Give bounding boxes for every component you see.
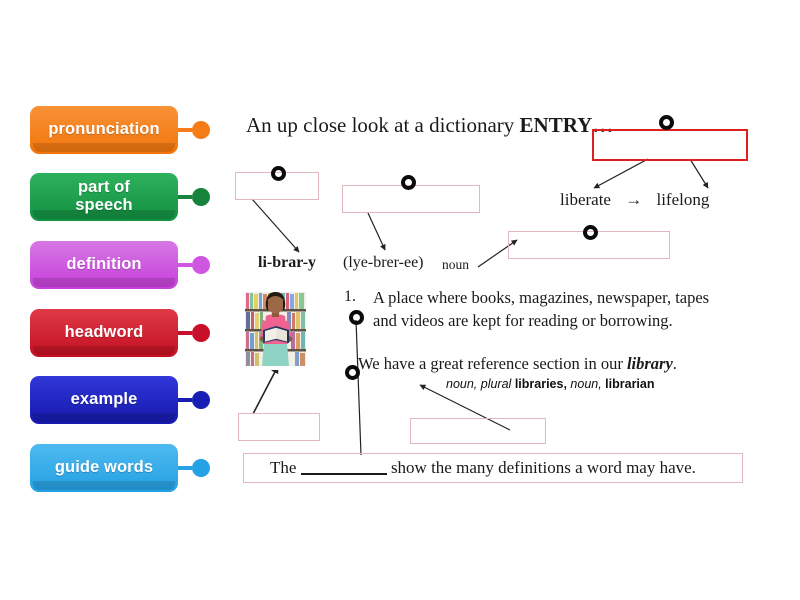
dropzone-example[interactable] bbox=[410, 418, 546, 444]
draggable-label-pronunciation[interactable]: pronunciation bbox=[30, 106, 210, 154]
connector-stem-example bbox=[178, 398, 192, 402]
page-title-prefix: An up close look at a dictionary bbox=[246, 113, 520, 137]
draggable-label-definition[interactable]: definition bbox=[30, 241, 210, 289]
dropzone-photo[interactable] bbox=[238, 413, 320, 441]
pill-headword[interactable]: headword bbox=[30, 309, 178, 357]
connector-stem-guide-words bbox=[178, 466, 192, 470]
drop-target-ring-definition[interactable] bbox=[349, 310, 364, 325]
pill-pronunciation[interactable]: pronunciation bbox=[30, 106, 178, 154]
example-sentence-prefix: We have a great reference section in our bbox=[358, 354, 627, 373]
pill-label-headword: headword bbox=[64, 323, 144, 342]
pill-label-pronunciation: pronunciation bbox=[48, 120, 160, 139]
page-title: An up close look at a dictionary ENTRY… bbox=[246, 113, 613, 138]
bottom-sentence-suffix: show the many definitions a word may hav… bbox=[386, 458, 696, 477]
guide-word-left: liberate bbox=[560, 190, 611, 209]
connector-stem-definition bbox=[178, 263, 192, 267]
dropzone-guide-words[interactable] bbox=[592, 129, 748, 161]
definition-line-2: and videos are kept for reading or borro… bbox=[373, 311, 673, 330]
pronunciation-text: (lye-brer-ee) bbox=[343, 254, 424, 271]
drop-target-ring-part-of-speech[interactable] bbox=[583, 225, 598, 240]
inflection-3: librarian bbox=[605, 377, 655, 391]
bottom-sentence: The show the many definitions a word may… bbox=[270, 458, 696, 478]
connector-knob-example[interactable] bbox=[192, 391, 210, 409]
connector-knob-guide-words[interactable] bbox=[192, 459, 210, 477]
part-of-speech-text: noun bbox=[442, 257, 469, 272]
draggable-label-example[interactable]: example bbox=[30, 376, 210, 424]
bottom-sentence-prefix: The bbox=[270, 458, 301, 477]
library-photo bbox=[243, 288, 308, 370]
connector-stem-pronunciation bbox=[178, 128, 192, 132]
pill-label-guide-words: guide words bbox=[54, 458, 154, 477]
draggable-label-headword[interactable]: headword bbox=[30, 309, 210, 357]
connector-knob-headword[interactable] bbox=[192, 324, 210, 342]
guide-words-pair: liberate → lifelong bbox=[560, 190, 709, 210]
page-title-strong: ENTRY bbox=[519, 113, 593, 137]
inflection-1: libraries, bbox=[514, 377, 567, 391]
bottom-sentence-box bbox=[243, 453, 743, 483]
connector-knob-part-of-speech[interactable] bbox=[192, 188, 210, 206]
inflection-2: noun, bbox=[566, 377, 606, 391]
connector-stem-headword bbox=[178, 331, 192, 335]
inflected-forms: noun, plural libraries, noun, librarian bbox=[446, 377, 655, 391]
pill-example[interactable]: example bbox=[30, 376, 178, 424]
inflection-0: noun, plural bbox=[446, 377, 515, 391]
drop-target-ring-headword[interactable] bbox=[271, 166, 286, 181]
pill-label-example: example bbox=[70, 390, 138, 409]
example-sentence-suffix: . bbox=[672, 354, 677, 373]
drop-target-ring-example[interactable] bbox=[345, 365, 360, 380]
guide-word-arrow-glyph: → bbox=[625, 190, 643, 209]
headword-text: li-brar-y bbox=[258, 254, 317, 271]
page-title-ellipsis: … bbox=[592, 113, 614, 137]
draggable-label-guide-words[interactable]: guide words bbox=[30, 444, 210, 492]
definition-line-1: A place where books, magazines, newspape… bbox=[373, 288, 710, 307]
pill-definition[interactable]: definition bbox=[30, 241, 178, 289]
bottom-sentence-blank bbox=[300, 460, 387, 475]
example-sentence-keyword: library bbox=[626, 354, 673, 373]
definition-number: 1. bbox=[344, 288, 356, 305]
pill-label-definition: definition bbox=[66, 255, 142, 274]
drop-target-ring-pronunciation[interactable] bbox=[401, 175, 416, 190]
pill-guide-words[interactable]: guide words bbox=[30, 444, 178, 492]
connector-knob-pronunciation[interactable] bbox=[192, 121, 210, 139]
connector-knob-definition[interactable] bbox=[192, 256, 210, 274]
guide-word-right: lifelong bbox=[656, 190, 710, 209]
example-sentence: We have a great reference section in our… bbox=[358, 354, 677, 374]
connector-stem-part-of-speech bbox=[178, 195, 192, 199]
drop-target-ring-guide-words[interactable] bbox=[659, 115, 674, 130]
